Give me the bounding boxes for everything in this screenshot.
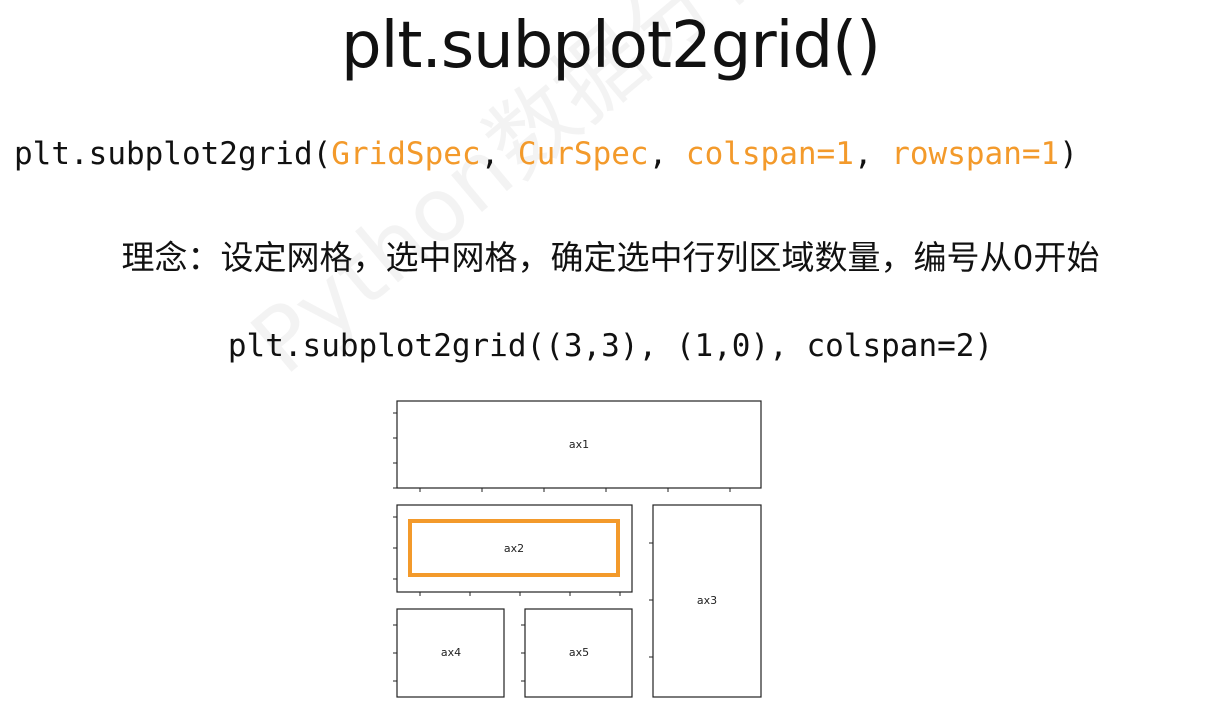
- ax2-label: ax2: [504, 542, 524, 555]
- signature-suffix: ): [1059, 136, 1078, 172]
- subplot-ax4: ax4: [393, 608, 505, 698]
- ax1-label: ax1: [569, 438, 589, 451]
- subplot-ax5: ax5: [521, 608, 633, 698]
- example-code: plt.subplot2grid((3,3), (1,0), colspan=2…: [227, 328, 994, 364]
- signature-sep: ,: [853, 136, 892, 172]
- signature-prefix: plt.subplot2grid(: [14, 136, 332, 172]
- ax5-label: ax5: [569, 646, 589, 659]
- ax3-label: ax3: [697, 594, 717, 607]
- function-signature: plt.subplot2grid(GridSpec, CurSpec, cols…: [14, 134, 1214, 174]
- concept-text: 理念：设定网格，选中网格，确定选中行列区域数量，编号从0开始: [121, 238, 1100, 277]
- ax4-label: ax4: [441, 646, 461, 659]
- signature-arg-colspan: colspan=1: [685, 136, 854, 172]
- page-title: plt.subplot2grid(): [340, 9, 881, 83]
- subplot-ax2: ax2: [393, 504, 633, 596]
- subplot-ax1: ax1: [393, 400, 762, 492]
- signature-arg-rowspan: rowspan=1: [891, 136, 1060, 172]
- subplot-ax3: ax3: [649, 504, 762, 698]
- signature-sep: ,: [648, 136, 686, 172]
- signature-sep: ,: [480, 136, 518, 172]
- highlight-frame: [408, 519, 620, 577]
- signature-arg-curspec: CurSpec: [517, 136, 649, 172]
- signature-arg-gridspec: GridSpec: [331, 136, 481, 172]
